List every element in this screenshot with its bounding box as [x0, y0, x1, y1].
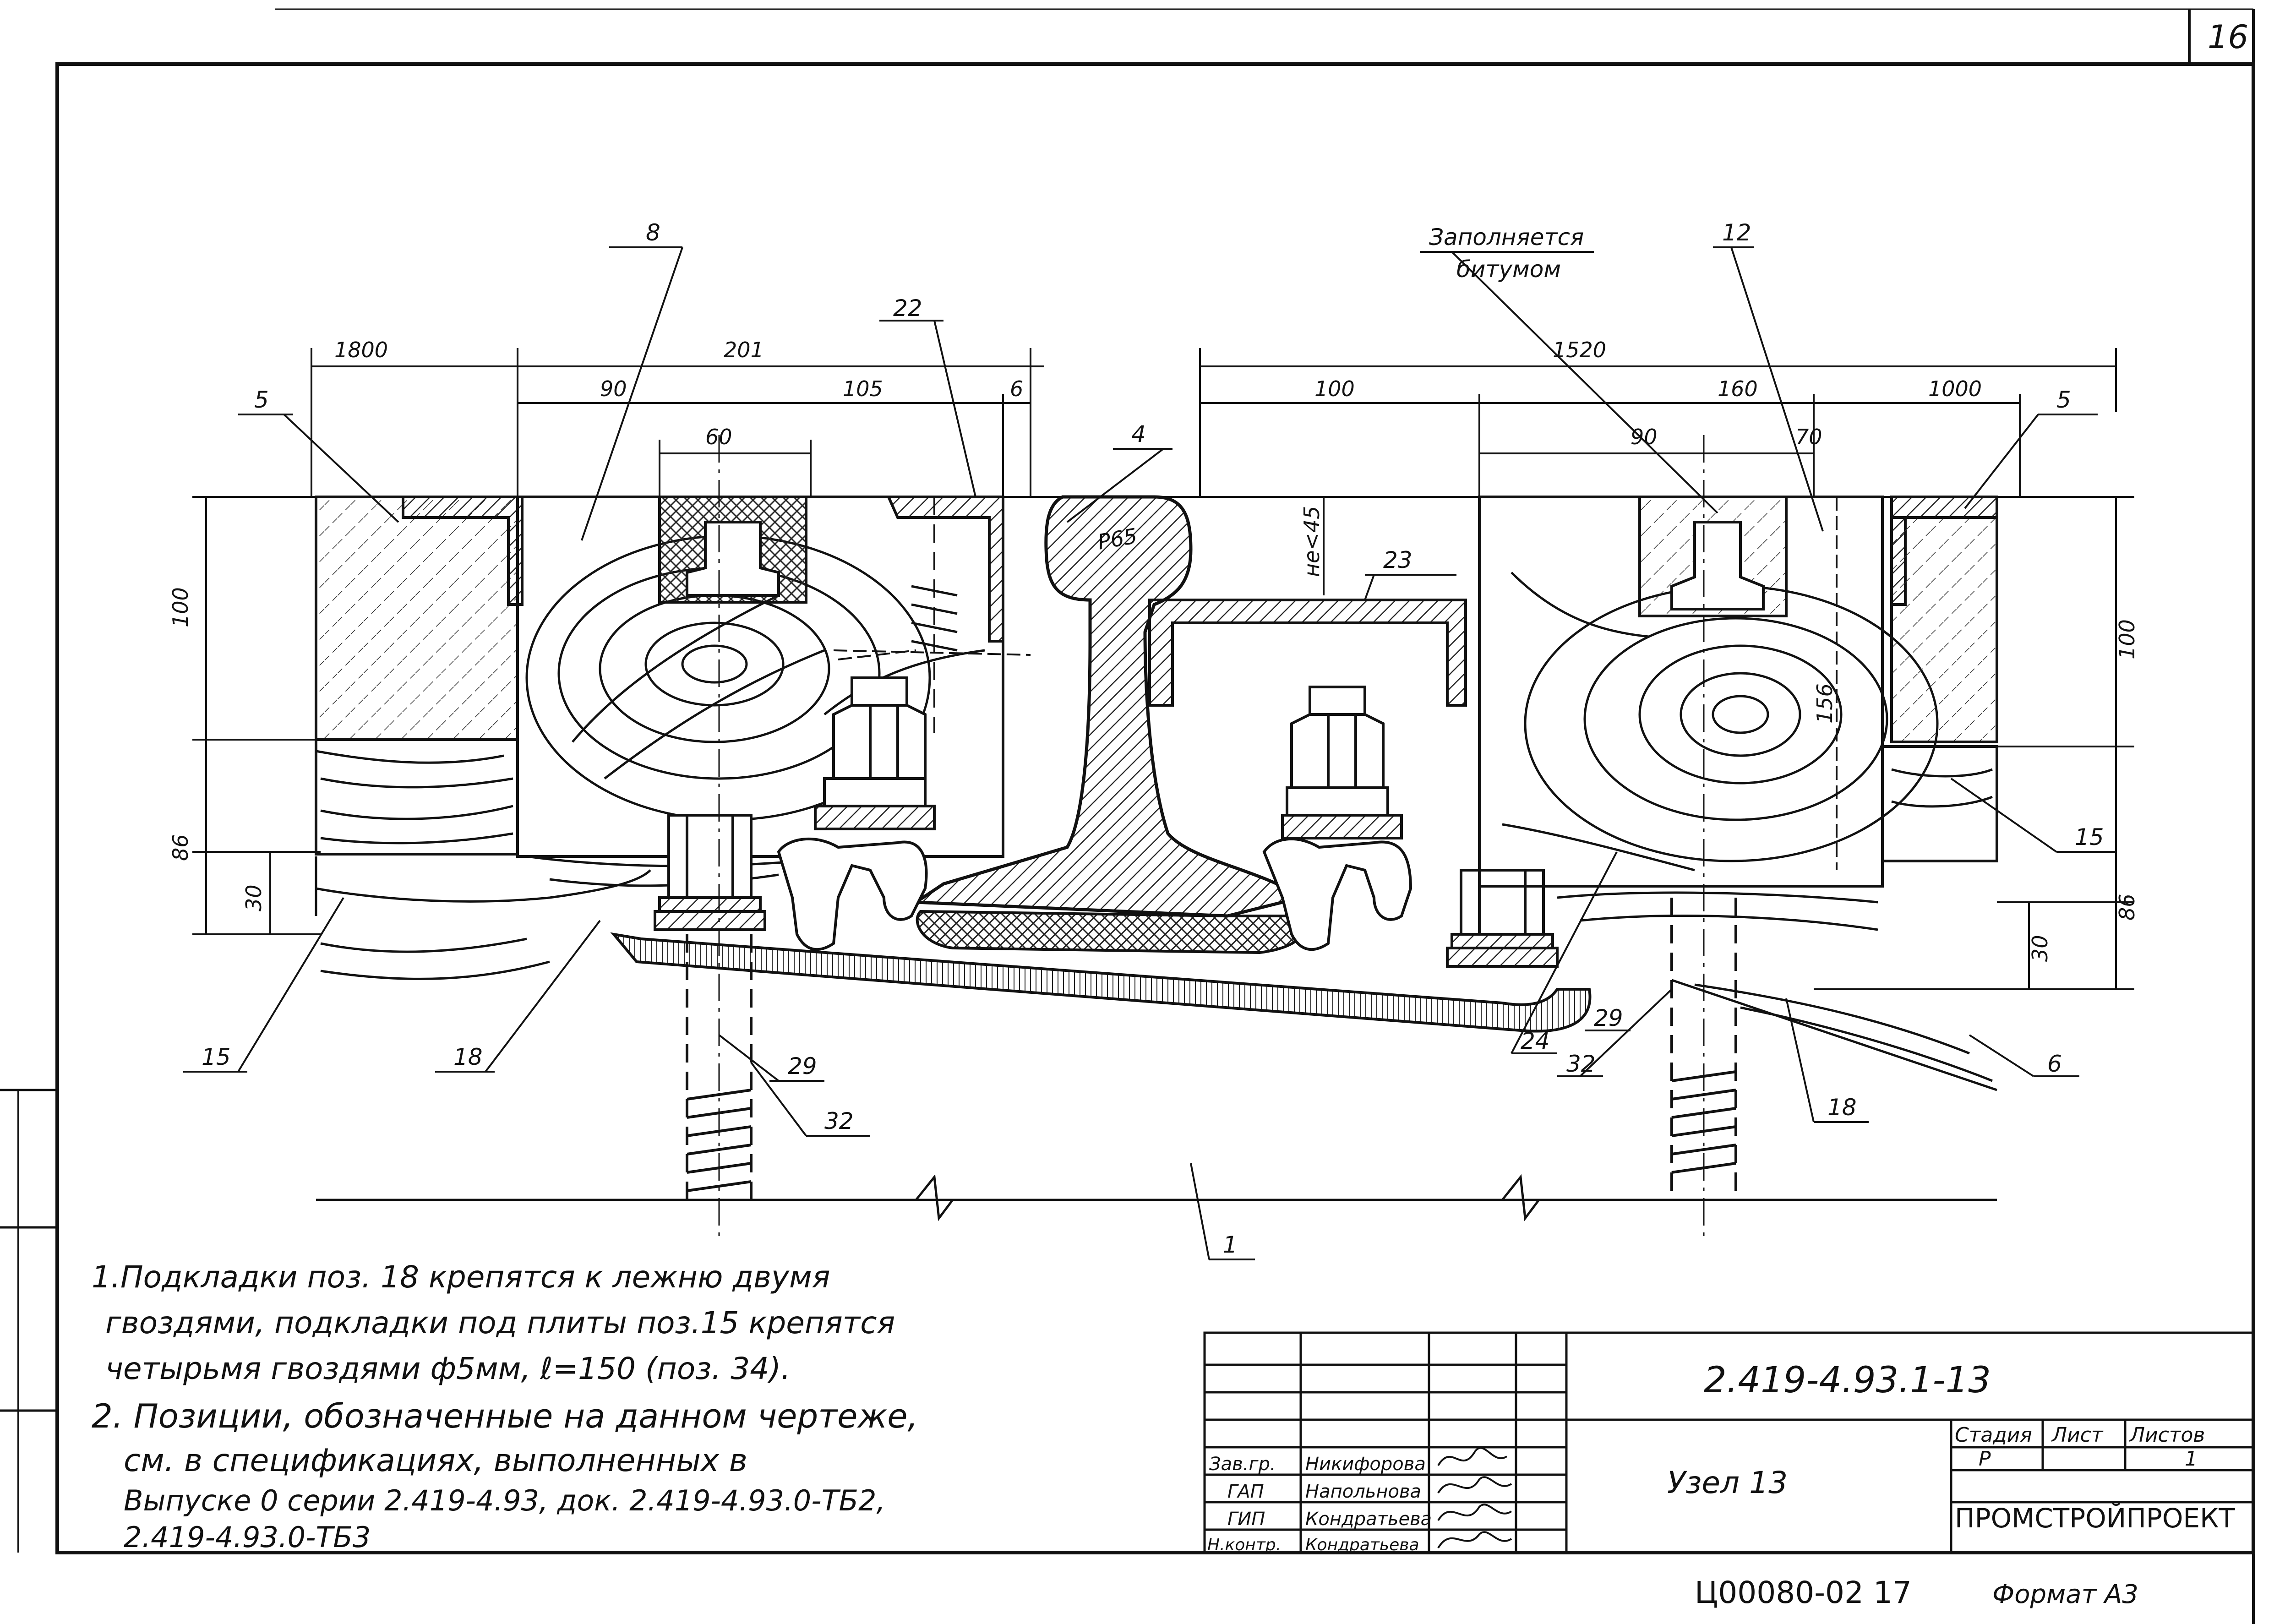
archive-sheet: 17 [1873, 1575, 1912, 1610]
base-line [316, 1174, 1997, 1221]
organization: ПРОМСТРОЙПРОЕКТ [1955, 1502, 2235, 1534]
note-1-cont-a: гвоздями, подкладки под плиты поз.15 кре… [105, 1305, 895, 1341]
note-1: 1.Подкладки поз. 18 крепятся к лежню дву… [92, 1259, 830, 1295]
role-3: ГИП [1227, 1509, 1265, 1530]
callout-18-left: 18 [453, 1044, 483, 1070]
callout-24: 24 [1521, 1028, 1550, 1054]
role-2: ГАП [1227, 1481, 1264, 1502]
name-3: Кондратьева [1305, 1509, 1432, 1530]
callout-23: 23 [1383, 547, 1412, 573]
callout-8: 8 [646, 219, 660, 246]
dim-160: 160 [1718, 376, 1758, 401]
fill-note-line2: битумом [1456, 256, 1561, 283]
dim-105: 105 [843, 376, 883, 401]
dim-156: 156 [1812, 683, 1837, 724]
dim-100-right: 100 [2115, 619, 2139, 659]
left-lower-wood [315, 750, 802, 980]
callout-labels: 8 22 5 4 23 12 Заполняется битумом 5 15 … [202, 219, 2104, 1258]
corner-number: 16 [2208, 18, 2248, 56]
note-2: 2. Позиции, обозначенные на данном черте… [92, 1397, 918, 1435]
callout-5-right: 5 [2056, 387, 2071, 413]
title-block [1203, 1331, 2255, 1554]
dim-86-right: 86 [2115, 894, 2139, 921]
fill-note-line1: Заполняется [1429, 224, 1584, 251]
name-4: Кондратьева [1305, 1536, 1419, 1554]
note-2-cont-b: Выпуске 0 серии 2.419-4.93, док. 2.419-4… [124, 1484, 886, 1517]
sheets-header: Листов [2129, 1423, 2205, 1447]
dim-86-left: 86 [168, 834, 193, 861]
callout-4: 4 [1131, 421, 1146, 447]
left-bitumen-slot [658, 496, 807, 604]
dim-90a: 90 [600, 376, 627, 401]
rail-r65 [911, 495, 1308, 954]
role-4: Н.контр. [1207, 1536, 1281, 1554]
dim-he45: не<45 [1299, 506, 1324, 577]
title-block-text: 2.419-4.93.1-13 Узел 13 ПРОМСТРОЙПРОЕКТ … [1207, 18, 2248, 1610]
left-insert-block [315, 496, 519, 856]
format-label: Формат А3 [1992, 1580, 2138, 1609]
dim-60: 60 [705, 425, 732, 449]
dim-1520: 1520 [1553, 338, 1606, 362]
callout-29-right: 29 [1594, 1005, 1623, 1031]
left-clamp-bolt [777, 676, 936, 951]
callout-1: 1 [1223, 1232, 1238, 1258]
signatures [1437, 1447, 1512, 1549]
right-angle-profile [1890, 496, 1998, 743]
name-2: Напольнова [1305, 1481, 1421, 1502]
name-1: Никифорова [1305, 1454, 1426, 1475]
dim-201: 201 [724, 338, 764, 362]
archive-number: Ц00080-02 [1695, 1575, 1864, 1610]
callout-5-left: 5 [254, 387, 269, 413]
dimension-lines [192, 348, 2134, 990]
callout-32-right: 32 [1566, 1051, 1596, 1077]
dim-100-left: 100 [168, 587, 193, 627]
note-1-cont-b: четырьмя гвоздями ф5мм, ℓ=150 (поз. 34). [105, 1351, 791, 1386]
role-1: Зав.гр. [1209, 1454, 1276, 1475]
dim-100a: 100 [1314, 376, 1355, 401]
right-screw [1670, 435, 1737, 1237]
stage-header: Стадия [1955, 1423, 2032, 1447]
callout-29-left: 29 [788, 1053, 817, 1079]
right-clamp-bolt [1262, 686, 1412, 951]
center-channel-23 [1148, 599, 1467, 707]
dim-30-right: 30 [2028, 935, 2052, 962]
dim-1800: 1800 [334, 338, 388, 362]
dim-1000: 1000 [1928, 376, 1982, 401]
callout-22: 22 [893, 295, 922, 322]
dim-70: 70 [1795, 425, 1822, 449]
callout-6: 6 [2047, 1051, 2062, 1077]
callout-18-right: 18 [1827, 1094, 1857, 1121]
leader-lines [183, 246, 2116, 1260]
sheets-value: 1 [2185, 1447, 2198, 1471]
stage-value: Р [1979, 1447, 1991, 1471]
dim-90b: 90 [1631, 425, 1658, 449]
callout-15-right: 15 [2075, 824, 2104, 850]
dim-30-left: 30 [241, 884, 266, 911]
left-fastener [654, 814, 766, 931]
note-2-cont-a: см. в спецификациях, выполненных в [124, 1443, 747, 1479]
callout-12: 12 [1722, 219, 1751, 246]
base-plate-24 [610, 932, 1592, 1033]
left-screw [686, 435, 753, 1237]
right-fastener [1446, 869, 1559, 968]
designation: 2.419-4.93.1-13 [1704, 1360, 1991, 1401]
sheet-header: Лист [2051, 1423, 2104, 1447]
left-wood-beam [516, 496, 1004, 858]
right-lower-wood [1557, 745, 1998, 1091]
callout-32-left: 32 [824, 1108, 854, 1134]
dim-6: 6 [1010, 376, 1023, 401]
callout-15-left: 15 [202, 1044, 231, 1070]
dimension-labels: 1800 201 90 105 6 60 1520 100 160 1000 9… [168, 338, 2139, 962]
note-2-cont-c: 2.419-4.93.0-ТБ3 [124, 1520, 371, 1554]
right-bitumen-slot [1638, 496, 1788, 617]
drawing-title: Узел 13 [1667, 1465, 1788, 1500]
